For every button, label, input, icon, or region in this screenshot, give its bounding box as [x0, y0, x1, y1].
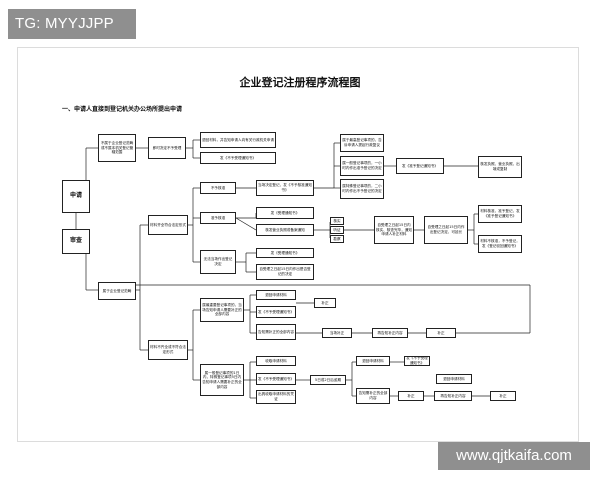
node-return-applicant: 退回申请材料 — [436, 374, 472, 384]
node-issue-approval-record: 发《受理通知书》 — [256, 207, 314, 219]
node-return-materials-1: 退回申请材料 — [256, 290, 296, 300]
node-issue-license: 核发执照、营业执照，出境或复制 — [478, 156, 522, 178]
watermark-bottom: www.qjtkaifa.com — [438, 442, 590, 470]
node-issue-receipt: 出具收取申请材料的凭证 — [256, 390, 296, 404]
node-materials-incomplete: 材料不齐全或不符合法定形式 — [148, 340, 188, 360]
node-notice-correct-1: 告知需补正的全部内容 — [256, 324, 296, 340]
node-return-not-scope: 退回材料，并告知申请人向有关行政机关申请 — [200, 132, 276, 148]
watermark-top: TG: MYYJJPP — [8, 9, 136, 39]
node-receive-materials: 收取申请材料 — [256, 356, 296, 366]
node-hearing: 听证 — [330, 226, 344, 234]
node-approved: 准予核准 — [200, 212, 236, 224]
node-admin-review-2: 属一般登记事项的，一小时内作出准予登记的决定 — [340, 156, 384, 176]
node-general-items: 属一般登记事项的1日内，特殊登记事项5日内告知申请人需要补正的全部内容 — [200, 364, 244, 396]
node-not-scope: 不属于企业登记范畴或不属本机关登记管辖范围 — [98, 134, 136, 162]
node-verify: 核实 — [330, 217, 344, 225]
node-admin-review-1: 属于最高登记事项的，告诉申请人提起行政复议 — [340, 134, 384, 152]
node-correct-4: 补正 — [490, 391, 516, 401]
node-notice-reject-3: 发《不予受理通知书》 — [404, 356, 430, 366]
node-notice-reject-1: 发《不予受理通知书》 — [256, 306, 296, 318]
node-belongs-scope: 属于企业登记范畴 — [98, 282, 136, 300]
diagram-title: 企业登记注册程序流程图 — [239, 76, 361, 89]
node-correct-1: 补正 — [314, 298, 336, 308]
node-approve-register: 发《准予登记通知书》 — [396, 158, 444, 174]
node-admin-review-3: 属特殊登记事项的，二小时内作出不予登记的决定 — [340, 179, 384, 199]
node-onsite-approve: 核发营业执照或备案通知 — [256, 224, 314, 236]
node-decide-15days: 自受理之日起15日内作出是否登记的决定 — [256, 264, 314, 280]
node-resubmit-1: 当场补正 — [322, 328, 352, 338]
node-notice-correct-2: 告知需补正的全部内容 — [356, 388, 390, 404]
node-notice-not-accept: 发《不予受理通知书》 — [200, 152, 276, 164]
node-materials-complete: 材料齐全符合法定形式 — [148, 215, 188, 235]
node-issue-accept-notice: 发《受理通知书》 — [256, 248, 314, 258]
node-inspect: 勘察 — [330, 235, 344, 243]
node-decide-20days: 自受理之日起15日内作出登记决定，可延长 — [424, 216, 468, 244]
node-correct-all-2: 再告知补正内容 — [434, 391, 472, 401]
node-notice-reject-2: 发《不予受理通知书》 — [256, 373, 296, 385]
node-review: 审查 — [62, 229, 90, 254]
node-correct-2: 补正 — [426, 328, 456, 338]
node-issue-no-approval: 当场决定登记，发《不予核准通知书》 — [256, 180, 314, 196]
section-heading: 一、申请人直接到登记机关办公场所提出申请 — [62, 106, 183, 113]
node-verify-note: 自受理之日起15日内核实、核查完毕，通知申请人补正材料 — [374, 216, 414, 244]
node-materials-approved: 材料核准，准予登记，发《准予登记通知书》 — [478, 205, 522, 223]
node-one-time-notice: 属最重要登记事项的，当场告知申请人需要补正的全部内容 — [200, 298, 244, 322]
node-not-approved: 不予核准 — [200, 182, 236, 194]
node-apply: 申请 — [62, 180, 90, 213]
node-no-onsite-decision: 无法当场作出登记决定 — [200, 250, 236, 274]
node-materials-rejected: 材料不核准，不予登记，发《登记驳回通知书》 — [478, 235, 522, 253]
node-correct-3: 补正 — [398, 391, 424, 401]
node-correct-all-1: 再告知补正内容 — [372, 328, 408, 338]
node-return-materials-2: 退回申请材料 — [356, 356, 390, 366]
node-immediate-decision: 即时决定不予受理 — [148, 137, 186, 159]
node-within-5days: 5日或2日后逾期 — [310, 375, 346, 385]
